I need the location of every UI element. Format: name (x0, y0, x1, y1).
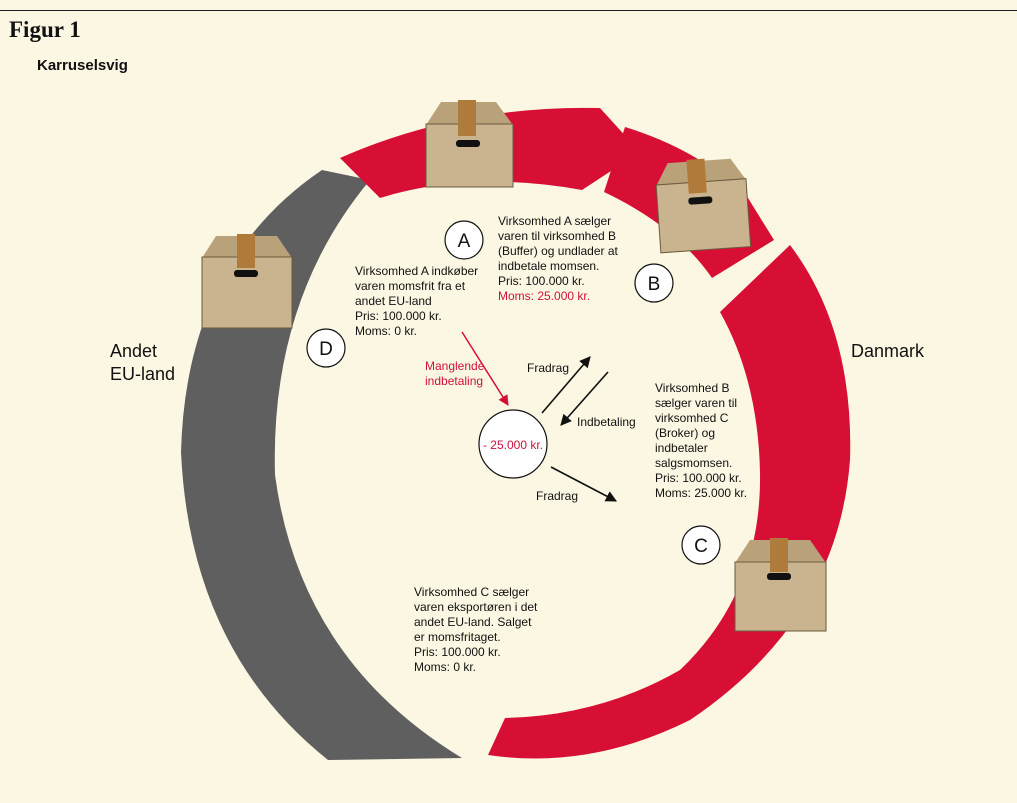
figure-title: Karruselsvig (37, 57, 128, 74)
text-a-line: Pris: 100.000 kr. (498, 274, 585, 288)
node-d-label: D (319, 339, 333, 360)
text-c-line: varen eksportøren i det (414, 600, 538, 614)
missing-payment-arrow (461, 331, 509, 406)
text-b-line: virksomhed C (655, 411, 729, 425)
text-block-d: Virksomhed A indkøber varen momsfrit fra… (355, 264, 478, 338)
missing-payment-line-2: indbetaling (425, 374, 483, 388)
text-c-line: er momsfritaget. (414, 630, 501, 644)
node-a-circle (444, 220, 484, 260)
box-icon-bottom-right (734, 538, 827, 632)
text-c-line: andet EU-land. Salget (414, 615, 532, 629)
text-a-line: (Buffer) og undlader at (498, 244, 619, 258)
text-block-c: Virksomhed C sælger varen eksportøren i … (414, 585, 538, 674)
text-c-line: Pris: 100.000 kr. (414, 645, 501, 659)
region-right-label: Danmark (851, 341, 925, 361)
text-c-line: Virksomhed C sælger (414, 585, 529, 599)
region-left-line-2: EU-land (110, 364, 175, 384)
figure-label: Figur 1 (9, 17, 81, 42)
text-d-line: Pris: 100.000 kr. (355, 309, 442, 323)
fradrag-bottom-arrow (550, 466, 617, 502)
node-d-circle (306, 328, 346, 368)
text-a-line: Virksomhed A sælger (498, 214, 611, 228)
missing-payment-line-1: Manglende (425, 359, 485, 373)
node-b-label: B (648, 274, 661, 295)
text-a-moms: Moms: 25.000 kr. (498, 289, 590, 303)
text-b-line: salgsmomsen. (655, 456, 732, 470)
node-b-circle (634, 263, 674, 303)
fradrag-top-arrow (541, 356, 591, 414)
box-icon-left (201, 234, 293, 329)
node-a-label: A (458, 231, 471, 252)
center-circle (478, 409, 548, 479)
text-b-line: Moms: 25.000 kr. (655, 486, 747, 500)
center-amount: - 25.000 kr. (483, 438, 543, 452)
box-icon-right-top (655, 158, 752, 254)
region-left-line-1: Andet (110, 341, 157, 361)
text-a-line: varen til virksomhed B (498, 229, 616, 243)
text-c-line: Moms: 0 kr. (414, 660, 476, 674)
text-d-line: andet EU-land (355, 294, 432, 308)
text-block-a: Virksomhed A sælger varen til virksomhed… (498, 214, 619, 303)
text-block-b: Virksomhed B sælger varen til virksomhed… (655, 381, 747, 500)
text-d-line: varen momsfrit fra et (355, 279, 466, 293)
text-b-line: sælger varen til (655, 396, 737, 410)
fradrag-top-label: Fradrag (527, 361, 569, 375)
text-b-line: Pris: 100.000 kr. (655, 471, 742, 485)
text-d-line: Moms: 0 kr. (355, 324, 417, 338)
text-d-line: Virksomhed A indkøber (355, 264, 478, 278)
node-c-circle (681, 525, 721, 565)
indbetaling-label: Indbetaling (577, 415, 636, 429)
top-rule (0, 10, 1017, 11)
text-b-line: Virksomhed B (655, 381, 729, 395)
text-b-line: indbetaler (655, 441, 708, 455)
text-b-line: (Broker) og (655, 426, 715, 440)
box-icon-top (425, 100, 514, 188)
node-c-label: C (694, 536, 708, 557)
fradrag-bottom-label: Fradrag (536, 489, 578, 503)
indbetaling-arrow (560, 371, 609, 426)
text-a-line: indbetale momsen. (498, 259, 599, 273)
